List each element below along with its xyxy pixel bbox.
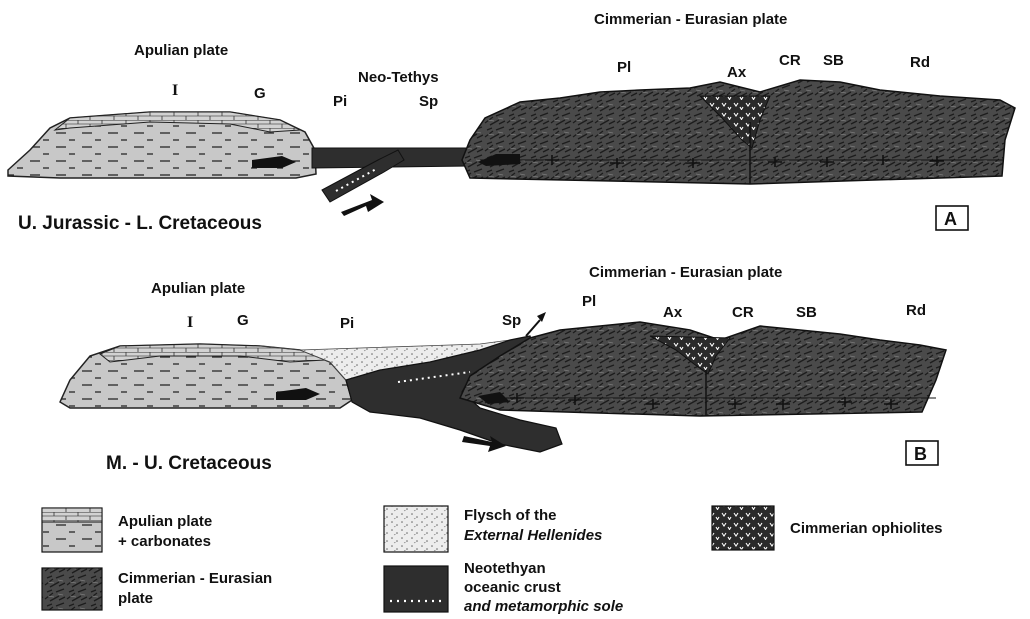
legend: Apulian plate + carbonates Cimmerian - E… <box>42 506 943 615</box>
panel-a-letter: A <box>944 209 957 229</box>
legend-neotethyan-line1: Neotethyan <box>464 560 546 577</box>
panel-a-slab-arrow <box>341 194 384 216</box>
panel-b-zone-Rd: Rd <box>906 302 926 319</box>
panel-b-cimmerian-label: Cimmerian - Eurasian plate <box>589 264 782 281</box>
legend-ophiolites-line1: Cimmerian ophiolites <box>790 520 943 537</box>
legend-neotethyan-swatch <box>384 566 448 612</box>
legend-cimmerian-swatch <box>42 568 102 610</box>
legend-ophiolite-swatch <box>712 506 774 550</box>
panel-a-zone-I: I <box>172 82 178 99</box>
panel-a-title: U. Jurassic - L. Cretaceous <box>18 213 262 234</box>
panel-b-letter: B <box>914 444 927 464</box>
legend-neotethyan-line3: and metamorphic sole <box>464 598 623 615</box>
panel-b-sp-arrow <box>526 320 540 336</box>
legend-cimmerian-line1: Cimmerian - Eurasian <box>118 570 272 587</box>
legend-flysch-line1: Flysch of the <box>464 507 557 524</box>
panel-a: Cimmerian - Eurasian plate Apulian plate… <box>8 11 1015 234</box>
legend-cimmerian-line2: plate <box>118 590 153 607</box>
panel-b-zone-Sp: Sp <box>502 312 521 329</box>
legend-neotethyan-line2: oceanic crust <box>464 579 561 596</box>
panel-b-zone-I: I <box>187 314 193 331</box>
legend-apulian-swatch <box>42 508 102 552</box>
panel-a-zone-CR: CR <box>779 52 801 69</box>
panel-a-cimmerian-label: Cimmerian - Eurasian plate <box>594 11 787 28</box>
panel-a-apulian-label: Apulian plate <box>134 42 228 59</box>
legend-flysch-line2: External Hellenides <box>464 527 602 544</box>
panel-a-zone-Pi: Pi <box>333 93 347 110</box>
legend-flysch-swatch <box>384 506 448 552</box>
panel-a-zone-SB: SB <box>823 52 844 69</box>
panel-b-zone-G: G <box>237 312 249 329</box>
panel-b: Cimmerian - Eurasian plate Apulian plate… <box>60 264 946 474</box>
panel-b-title: M. - U. Cretaceous <box>106 453 272 474</box>
panel-a-zone-Pl: Pl <box>617 59 631 76</box>
panel-a-neo-tethys-label: Neo-Tethys <box>358 69 439 86</box>
panel-b-zone-Pi: Pi <box>340 315 354 332</box>
panel-b-zone-CR: CR <box>732 304 754 321</box>
panel-a-zone-G: G <box>254 85 266 102</box>
panel-b-zone-Ax: Ax <box>663 304 683 321</box>
panel-b-zone-SB: SB <box>796 304 817 321</box>
panel-a-zone-Rd: Rd <box>910 54 930 71</box>
panel-a-zone-Sp: Sp <box>419 93 438 110</box>
panel-b-zone-Pl: Pl <box>582 293 596 310</box>
legend-apulian-line2: + carbonates <box>118 533 211 550</box>
panel-b-apulian-label: Apulian plate <box>151 280 245 297</box>
legend-apulian-line1: Apulian plate <box>118 513 212 530</box>
panel-a-zone-Ax: Ax <box>727 64 747 81</box>
